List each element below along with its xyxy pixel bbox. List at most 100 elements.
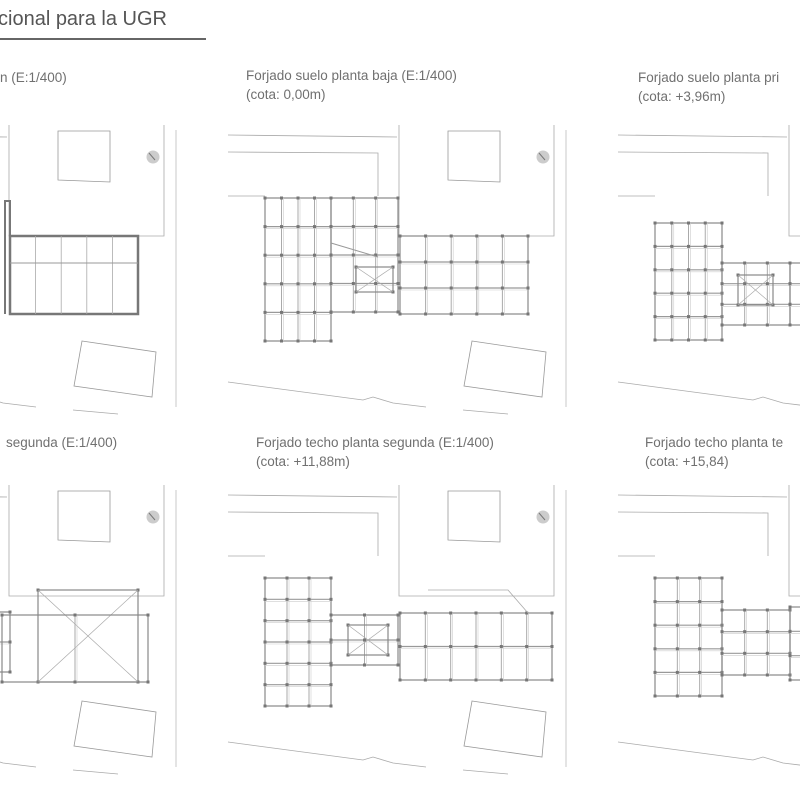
- column-marker: [687, 244, 690, 248]
- column-marker: [0, 613, 4, 617]
- column-marker: [398, 611, 402, 615]
- column-marker: [743, 302, 747, 306]
- column-marker: [720, 302, 724, 306]
- sheet-title: cional para la UGR: [0, 8, 167, 30]
- column-marker: [313, 196, 316, 200]
- column-marker: [296, 310, 300, 314]
- column-marker: [329, 282, 333, 285]
- column-marker: [526, 312, 530, 316]
- column-marker: [698, 647, 702, 651]
- column-marker: [500, 234, 504, 238]
- column-marker: [329, 339, 333, 343]
- column-marker: [743, 673, 747, 677]
- plan-line: [0, 496, 8, 498]
- column-marker: [351, 253, 355, 257]
- plan-line: [148, 512, 156, 521]
- column-marker: [687, 268, 690, 272]
- column-marker: [285, 704, 289, 708]
- column-marker: [765, 302, 769, 306]
- panel-6-label: Forjado techo planta te(cota: +15,84): [645, 433, 783, 471]
- panel-title: Forjado techo planta segunda (E:1/400): [256, 435, 494, 450]
- column-marker: [313, 339, 316, 343]
- column-marker: [398, 312, 402, 316]
- column-marker: [263, 597, 267, 601]
- column-marker: [653, 221, 657, 225]
- column-marker: [526, 260, 530, 264]
- column-marker: [307, 576, 311, 580]
- column-marker: [698, 576, 702, 580]
- column-marker: [788, 629, 792, 633]
- plan-line: [398, 485, 555, 597]
- column-marker: [296, 196, 300, 200]
- column-marker: [307, 597, 311, 601]
- column-marker: [720, 323, 724, 327]
- slab-outline: [721, 609, 791, 676]
- column-marker: [424, 312, 428, 316]
- column-marker: [788, 261, 792, 265]
- panel-title: Forjado suelo planta pri: [638, 70, 780, 85]
- column-marker: [398, 234, 402, 238]
- column-marker: [720, 282, 724, 286]
- column-marker: [670, 338, 674, 342]
- plan-line: [737, 274, 774, 306]
- slab-outline: [355, 266, 394, 293]
- column-marker: [146, 613, 150, 617]
- column-marker: [0, 680, 4, 684]
- column-marker: [280, 253, 283, 257]
- plan-line: [347, 624, 389, 656]
- plan-line: [4, 200, 11, 314]
- column-marker: [500, 312, 504, 316]
- plan-panel-6: [617, 485, 800, 766]
- column-marker: [285, 619, 289, 623]
- column-marker: [703, 291, 707, 295]
- column-marker: [788, 605, 792, 609]
- column-marker: [351, 196, 355, 200]
- plan-line: [538, 512, 546, 521]
- column-marker: [329, 196, 333, 200]
- column-marker: [449, 611, 453, 615]
- column-marker: [396, 663, 400, 667]
- column-marker: [720, 600, 724, 604]
- column-marker: [285, 683, 289, 687]
- panel-title: n (E:1/400): [0, 70, 67, 85]
- column-marker: [703, 338, 707, 342]
- column-marker: [653, 670, 657, 674]
- plan-panel-4: [0, 485, 177, 775]
- plan-line: [788, 125, 800, 237]
- column-marker: [398, 260, 402, 264]
- column-marker: [475, 234, 479, 238]
- column-marker: [296, 339, 300, 343]
- column-marker: [525, 611, 529, 615]
- column-marker: [363, 638, 366, 642]
- column-marker: [526, 234, 530, 238]
- column-marker: [525, 645, 529, 648]
- column-marker: [653, 647, 657, 651]
- column-marker: [449, 678, 453, 682]
- plan-line: [227, 151, 379, 196]
- column-marker: [73, 680, 77, 684]
- column-marker: [329, 225, 333, 228]
- slab-outline: [347, 624, 389, 656]
- column-marker: [698, 694, 702, 698]
- column-marker: [263, 704, 267, 708]
- building-outline: [447, 130, 501, 183]
- column-marker: [703, 315, 707, 319]
- column-marker: [500, 286, 504, 290]
- column-marker: [670, 244, 674, 248]
- column-marker: [307, 619, 311, 623]
- column-marker: [424, 260, 428, 264]
- column-marker: [675, 694, 679, 698]
- panel-title: Forjado techo planta te: [645, 435, 784, 450]
- column-marker: [449, 234, 453, 238]
- column-marker: [374, 282, 378, 285]
- panel-5-label: Forjado techo planta segunda (E:1/400)(c…: [256, 433, 494, 471]
- column-marker: [423, 645, 427, 648]
- column-marker: [329, 613, 333, 617]
- column-marker: [263, 282, 267, 286]
- column-marker: [675, 670, 679, 674]
- column-marker: [475, 286, 479, 290]
- column-marker: [449, 645, 453, 648]
- column-marker: [307, 683, 311, 687]
- column-marker: [720, 576, 724, 580]
- column-marker: [788, 654, 792, 658]
